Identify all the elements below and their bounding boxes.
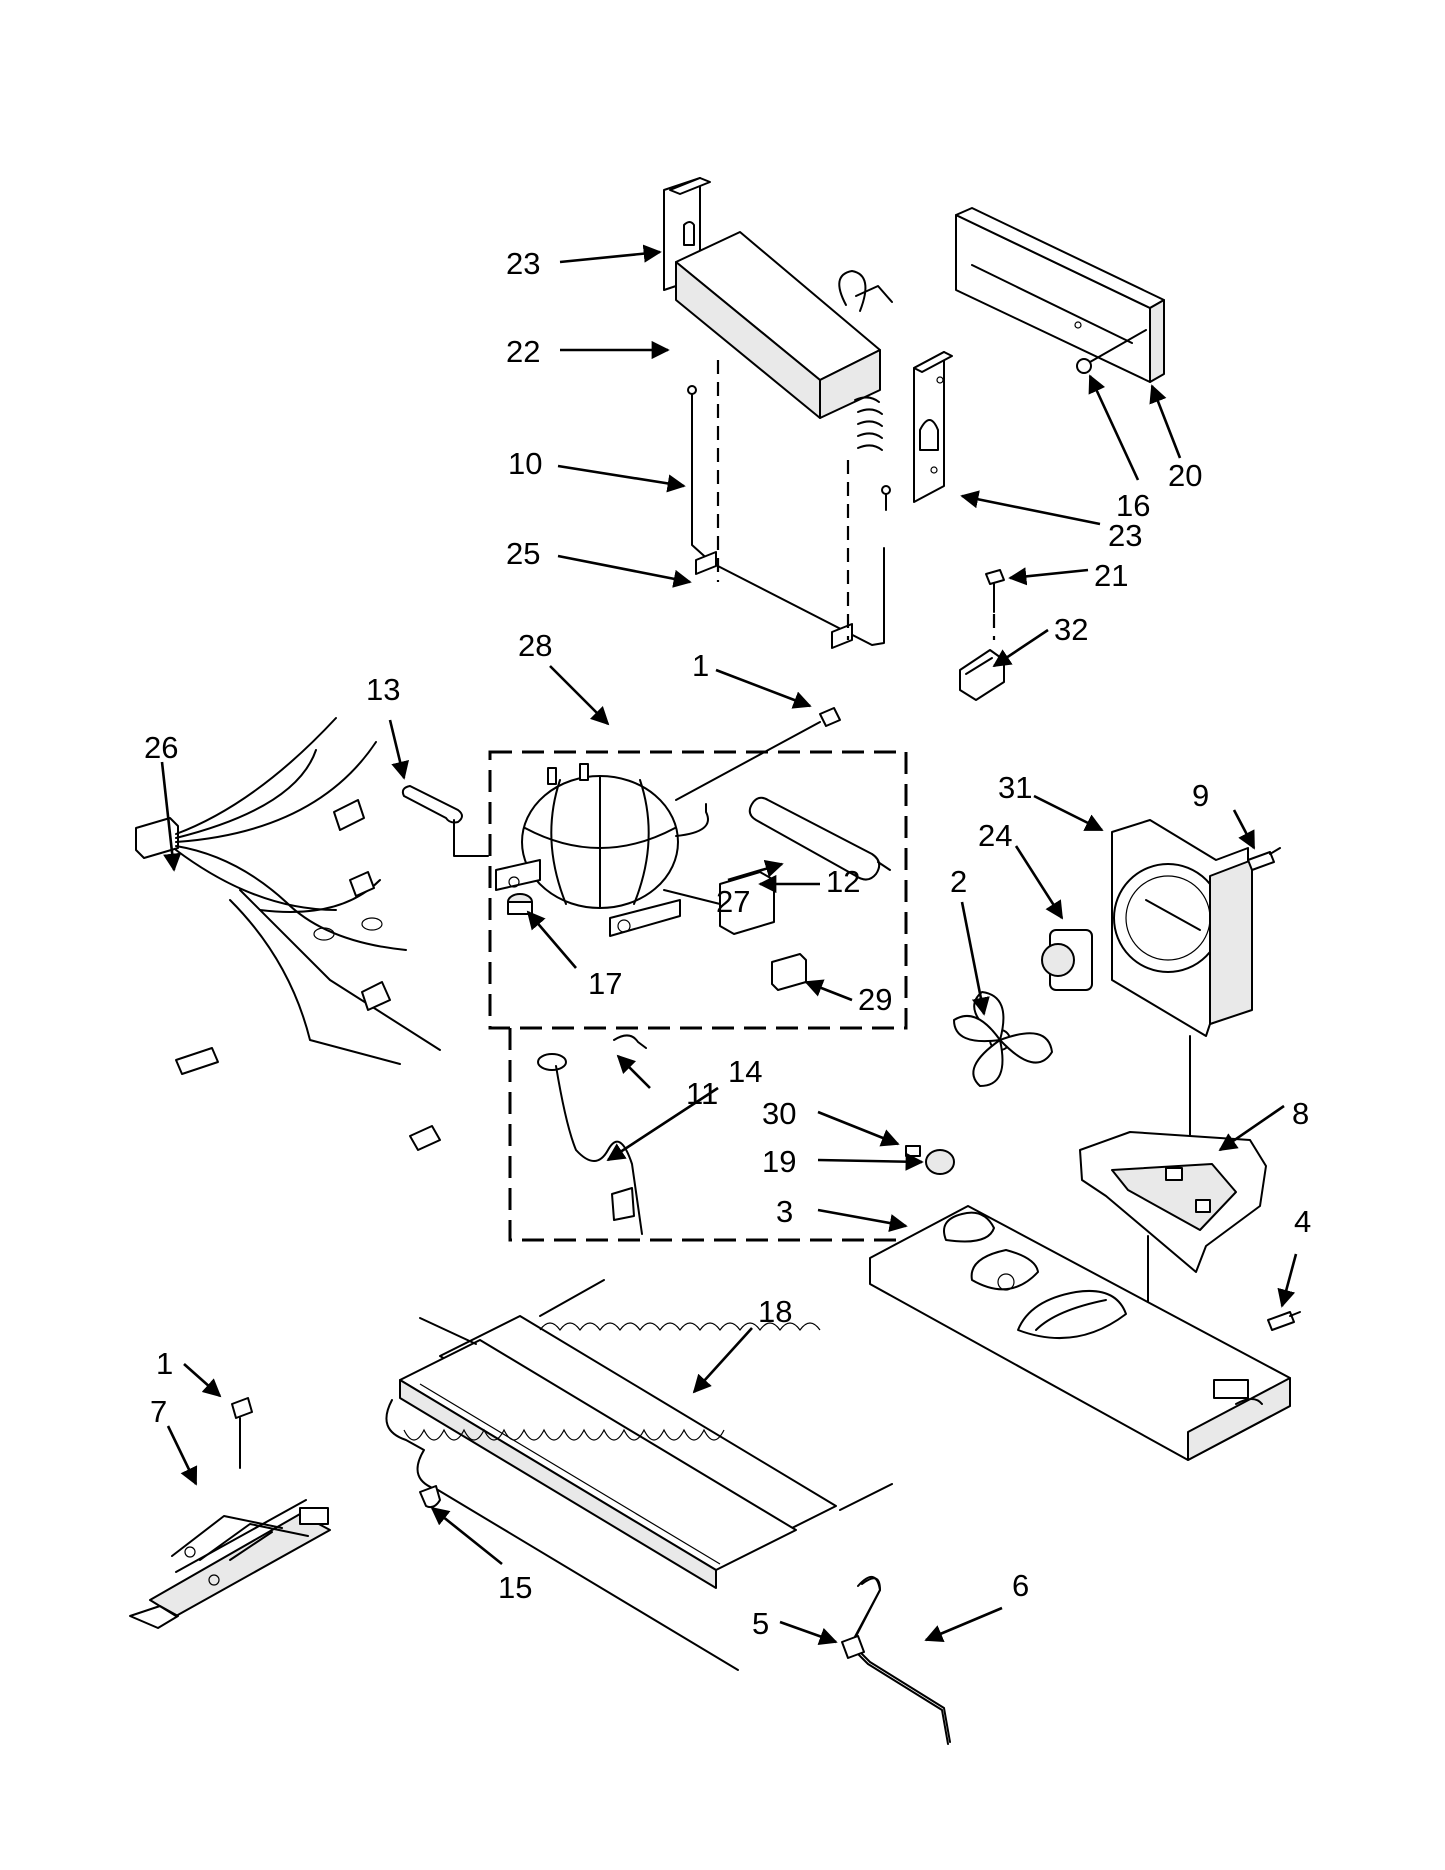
clip [613, 1034, 647, 1049]
clip [1076, 329, 1147, 374]
base-pan [869, 1205, 1291, 1461]
callout-19: 19 [762, 1144, 796, 1179]
callout-17: 17 [588, 966, 622, 1001]
leader-arrows [160, 244, 1298, 1646]
screw [1267, 1311, 1301, 1331]
callout-2: 2 [950, 864, 967, 899]
compressor-assembly-outline [488, 750, 908, 1030]
connector [841, 1635, 865, 1659]
callout-5: 5 [752, 1606, 769, 1641]
drier [748, 796, 891, 881]
fan-bracket [1079, 1131, 1267, 1273]
callout-7: 7 [150, 1394, 167, 1429]
process-tube [537, 1053, 643, 1235]
compressor [495, 763, 709, 937]
callout-12: 12 [826, 864, 860, 899]
callout-30: 30 [762, 1096, 796, 1131]
callout-20: 20 [1168, 458, 1202, 493]
callout-11: 11 [686, 1076, 718, 1111]
grommet [507, 893, 533, 915]
callout-8: 8 [1292, 1096, 1309, 1131]
defrost-heater [687, 385, 891, 649]
callout-13: 13 [366, 672, 400, 707]
callout-24: 24 [978, 818, 1012, 853]
callout-16: 16 [1116, 488, 1150, 523]
callout-18: 18 [758, 1294, 792, 1329]
evaporator-cover [955, 207, 1165, 383]
condenser-coils [403, 1322, 821, 1441]
callout-1: 1 [156, 1346, 173, 1381]
callout-25: 25 [506, 536, 540, 571]
ground-strap [401, 785, 489, 857]
overload [771, 953, 807, 991]
callout-28: 28 [518, 628, 552, 663]
callout-15: 15 [498, 1570, 532, 1605]
grommet [925, 1149, 955, 1175]
assembly-line [508, 1028, 900, 1242]
callout-29: 29 [858, 982, 892, 1017]
screw [231, 1397, 253, 1469]
callout-3: 3 [776, 1194, 793, 1229]
callout-31: 31 [998, 770, 1032, 805]
evaporator [675, 231, 893, 451]
callout-1: 1 [692, 648, 709, 683]
callout-labels: 23 22 10 25 20 16 23 21 32 28 1 13 26 27… [144, 246, 1311, 1641]
condenser [385, 1279, 893, 1671]
screw [675, 707, 841, 801]
bracket [959, 649, 1005, 701]
callout-6: 6 [1012, 1568, 1029, 1603]
ground-wire [849, 1576, 951, 1745]
clip [419, 1485, 441, 1509]
wire-harness [135, 717, 441, 1151]
plug [905, 1145, 921, 1157]
fan-motor [1041, 929, 1093, 991]
callout-27: 27 [716, 884, 750, 919]
callout-23: 23 [1108, 518, 1142, 553]
callout-22: 22 [506, 334, 540, 369]
callout-23: 23 [506, 246, 540, 281]
callout-21: 21 [1094, 558, 1128, 593]
callout-26: 26 [144, 730, 178, 765]
callout-9: 9 [1192, 778, 1209, 813]
callout-32: 32 [1054, 612, 1088, 647]
callout-10: 10 [508, 446, 542, 481]
evaporator-bracket-right [913, 351, 953, 503]
screw [1247, 847, 1281, 871]
callout-4: 4 [1294, 1204, 1311, 1239]
fan-blade [953, 991, 1053, 1087]
harness [129, 1499, 331, 1629]
callout-14: 14 [728, 1054, 762, 1089]
fan-shroud [1111, 819, 1253, 1037]
screw [985, 569, 1005, 613]
